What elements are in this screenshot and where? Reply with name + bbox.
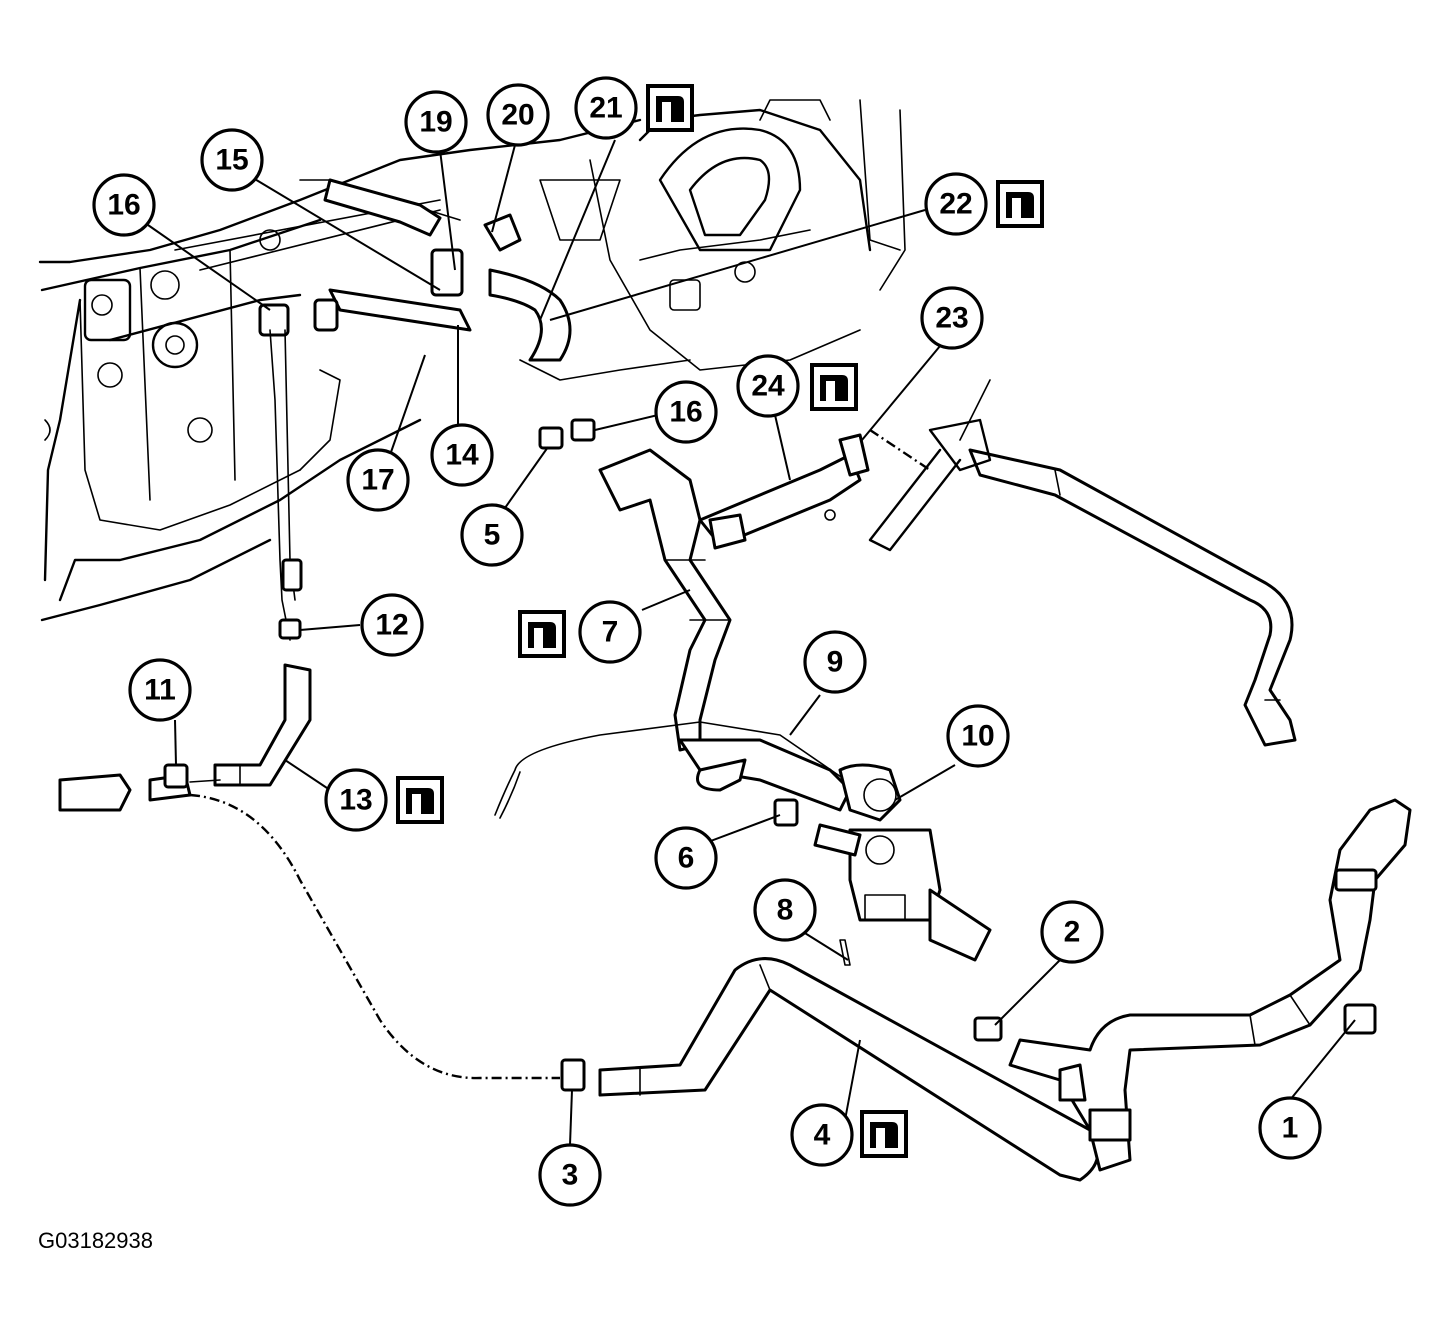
replace-marker-13 (396, 776, 444, 824)
svg-text:4: 4 (814, 1119, 831, 1152)
svg-text:6: 6 (678, 842, 695, 875)
replace-marker-7 (518, 610, 566, 658)
svg-text:15: 15 (215, 144, 248, 177)
replace-marker-4 (860, 1110, 908, 1158)
svg-text:24: 24 (751, 370, 785, 403)
upper-hoses (258, 178, 572, 362)
callout-6: 6 (654, 826, 718, 890)
svg-text:7: 7 (602, 616, 619, 649)
replace-marker-21 (646, 84, 694, 132)
svg-text:16: 16 (669, 396, 702, 429)
leader-lines (147, 139, 1356, 1146)
svg-text:5: 5 (484, 519, 501, 552)
svg-text:8: 8 (777, 894, 794, 927)
svg-text:23: 23 (935, 302, 968, 335)
callout-19: 19 (404, 90, 468, 154)
callout-20: 20 (486, 83, 550, 147)
callout-1: 1 (1258, 1096, 1322, 1160)
callout-8: 8 (753, 878, 817, 942)
svg-text:9: 9 (827, 646, 844, 679)
svg-text:1: 1 (1282, 1112, 1299, 1145)
upper-engine-detail (519, 99, 906, 381)
callout-10: 10 (946, 704, 1010, 768)
replace-marker-24 (810, 363, 858, 411)
hose-24 (698, 433, 870, 550)
callout-24: 24 (736, 354, 858, 418)
svg-text:13: 13 (339, 784, 372, 817)
callout-22: 22 (924, 172, 1044, 236)
callout-2: 2 (1040, 900, 1104, 964)
hose-1 (1008, 798, 1412, 1172)
callout-13: 13 (324, 768, 444, 832)
svg-text:22: 22 (939, 188, 972, 221)
callout-5: 5 (460, 503, 524, 567)
bracket-23 (824, 379, 992, 552)
svg-text:17: 17 (361, 464, 394, 497)
svg-text:20: 20 (501, 99, 534, 132)
svg-text:3: 3 (562, 1159, 579, 1192)
svg-text:10: 10 (961, 720, 994, 753)
heater-core-tube-upper (968, 448, 1297, 747)
svg-text:19: 19 (419, 106, 452, 139)
hose-9-and-valve (494, 721, 992, 962)
figure-id: G03182938 (38, 1228, 153, 1253)
svg-text:21: 21 (589, 92, 622, 125)
engine-block (38, 118, 642, 622)
svg-text:12: 12 (375, 609, 408, 642)
svg-text:16: 16 (107, 189, 140, 222)
callout-16-upper-left: 16 (92, 173, 156, 237)
callout-15: 15 (200, 128, 264, 192)
svg-text:2: 2 (1064, 916, 1081, 949)
callout-7: 7 (518, 600, 642, 664)
replace-marker-22 (996, 180, 1044, 228)
callout-14: 14 (430, 423, 494, 487)
svg-text:14: 14 (445, 439, 479, 472)
svg-text:11: 11 (144, 674, 176, 707)
callout-21: 21 (574, 76, 694, 140)
hose-clamps (163, 418, 1377, 1092)
callout-23: 23 (920, 286, 984, 350)
callout-11: 11 (128, 658, 192, 722)
callout-17: 17 (346, 448, 410, 512)
callout-16-center: 16 (654, 380, 718, 444)
callout-3: 3 (538, 1143, 602, 1207)
callout-12: 12 (360, 593, 424, 657)
callout-4: 4 (790, 1103, 908, 1167)
callout-9: 9 (803, 630, 867, 694)
